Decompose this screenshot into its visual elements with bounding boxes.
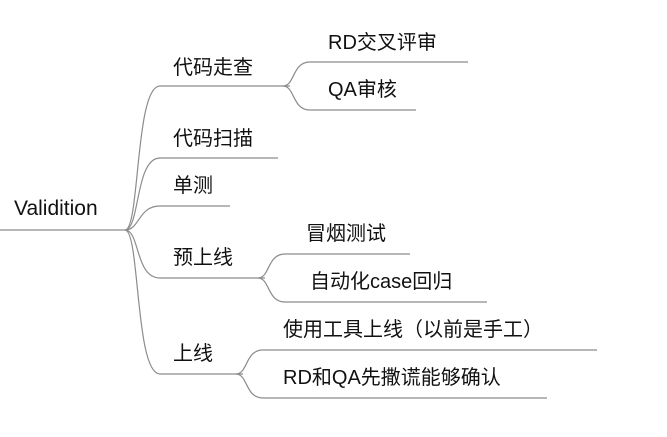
link-branch-3-child-0 (257, 253, 410, 279)
child-node-rd-qa-confirm[interactable]: RD和QA先撒谎能够确认 (283, 367, 501, 389)
branch-node-release[interactable]: 上线 (173, 343, 213, 365)
branch-node-pre-release[interactable]: 预上线 (173, 247, 233, 269)
branch-node-code-walkthrough[interactable]: 代码走查 (173, 57, 253, 79)
child-node-rd-cross-review[interactable]: RD交叉评审 (328, 32, 437, 54)
root-node[interactable]: Validition (14, 197, 98, 220)
link-root-branch-3 (124, 229, 265, 279)
link-branch-0-child-0 (282, 61, 468, 87)
link-root-branch-4 (124, 229, 243, 375)
link-root-branch-1 (124, 157, 278, 231)
child-node-qa-review[interactable]: QA审核 (328, 79, 397, 101)
child-node-tool-release[interactable]: 使用工具上线（以前是手工） (283, 319, 543, 341)
link-root-branch-2 (124, 205, 230, 231)
link-root-branch-0 (124, 85, 290, 231)
link-branch-4-child-1 (235, 373, 547, 399)
branch-node-unit-test[interactable]: 单测 (173, 175, 213, 197)
child-node-automation-regression[interactable]: 自动化case回归 (310, 271, 453, 293)
link-branch-3-child-1 (257, 277, 487, 303)
link-branch-4-child-0 (235, 349, 597, 375)
link-branch-0-child-1 (282, 85, 416, 111)
child-node-smoke-test[interactable]: 冒烟测试 (306, 223, 386, 245)
branch-node-code-scan[interactable]: 代码扫描 (173, 128, 253, 150)
